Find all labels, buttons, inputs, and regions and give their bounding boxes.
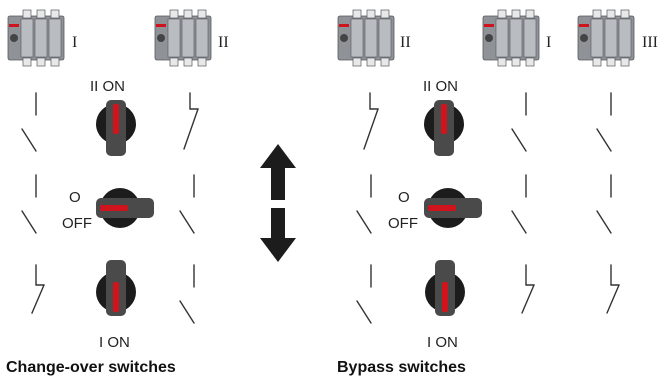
switch-module-2 <box>154 9 212 67</box>
rotary-handle-icon <box>96 100 136 156</box>
switch-module-4 <box>482 9 540 67</box>
switch-2-label: II <box>218 34 229 51</box>
switch-3-label: II <box>400 34 411 51</box>
rotary-handle-icon <box>96 260 136 316</box>
label-i-on-right: I ON <box>427 334 458 351</box>
switch-module-3 <box>337 9 395 67</box>
rotary-handle-icon <box>424 188 482 228</box>
rotary-handle-icon <box>425 260 465 316</box>
label-off-right: OFF <box>388 215 418 232</box>
switch-5-label: III <box>642 34 658 51</box>
label-o-left: O <box>69 189 81 206</box>
title-bypass: Bypass switches <box>337 359 466 376</box>
contact-symbol-icon <box>356 92 620 324</box>
rotary-handle-icon <box>424 100 464 156</box>
label-ii-on-right: II ON <box>423 78 458 95</box>
switch-module-5 <box>577 9 635 67</box>
title-changeover: Change-over switches <box>6 359 176 376</box>
label-ii-on-left: II ON <box>90 78 125 95</box>
label-i-on-left: I ON <box>99 334 130 351</box>
double-arrow-icon <box>260 144 296 262</box>
contact-symbol-icon <box>21 92 199 324</box>
rotary-handle-icon <box>96 188 154 228</box>
label-off-left: OFF <box>62 215 92 232</box>
switch-1-label: I <box>72 34 77 51</box>
switch-4-label: I <box>546 34 551 51</box>
switch-module-1 <box>7 9 65 67</box>
label-o-right: O <box>398 189 410 206</box>
